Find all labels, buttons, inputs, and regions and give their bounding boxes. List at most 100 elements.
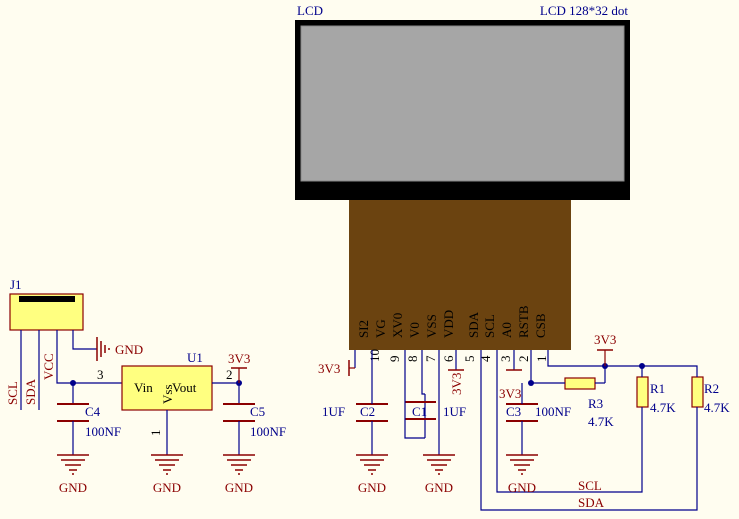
j1-wire-vcc [56, 330, 122, 384]
u1-pin-in: 3 [97, 367, 104, 382]
j1-net-scl: SCL [5, 381, 20, 405]
u1-vout-label: Vout [172, 380, 197, 395]
gnd-symbol: GND [423, 454, 455, 495]
lcd-pin-name: SCL [482, 314, 497, 338]
lcd-pin-number: 1 [534, 356, 549, 363]
lcd-module: LCD LCD 128*32 dot SI210VG9XV08V07VSS6VD… [295, 3, 630, 362]
r1-body [636, 376, 649, 408]
gnd-label: GND [225, 480, 253, 495]
lcd-pin-number: 7 [423, 355, 438, 362]
net-3v3-pin10: 3V3 [318, 361, 340, 376]
power-3v3-pin5: 3V3 [448, 369, 464, 395]
wire-csb-bus [547, 350, 698, 377]
gnd-label: GND [508, 480, 536, 495]
capacitor-c1: C1 1UF [405, 394, 466, 438]
lcd-pin-number: 6 [441, 355, 456, 362]
net-sda-label: SDA [578, 495, 605, 510]
gnd-label: GND [358, 480, 386, 495]
lcd-pin-number: 8 [405, 356, 420, 363]
power-3v3-pin2: 3V3 [499, 369, 522, 401]
r3-body [564, 377, 596, 390]
u1-ref: U1 [187, 350, 203, 365]
gnd-symbol: GND [57, 454, 89, 495]
j1-net-sda: SDA [23, 378, 38, 405]
lcd-pin-number: 5 [462, 356, 477, 363]
r2-body [691, 376, 704, 408]
c3-value: 100NF [535, 404, 571, 419]
resistor-r2: R2 4.7K [691, 376, 730, 415]
resistor-r1: R1 4.7K [636, 376, 676, 415]
u1-vin-label: Vin [134, 380, 153, 395]
capacitor-c3: C3 100NF [506, 403, 571, 455]
wire-pin8-c1 [404, 350, 425, 439]
lcd-pin-number: 3 [498, 356, 513, 363]
u1-body [121, 365, 213, 411]
net-3v3-pin5: 3V3 [449, 373, 464, 395]
capacitor-c5: C5 100NF [223, 383, 286, 455]
power-3v3-pin10: 3V3 [318, 360, 355, 376]
lcd-screen [300, 25, 625, 182]
r1-value: 4.7K [650, 400, 676, 415]
regulator-u1: U1 Vin Vout Vss 3 2 1 3V3 [97, 350, 250, 455]
lcd-pin-name: VG [373, 319, 388, 338]
c4-ref: C4 [85, 404, 101, 419]
r3-ref: R3 [588, 396, 603, 411]
net-3v3-r3: 3V3 [594, 332, 616, 347]
lcd-pin-name: SI2 [356, 320, 371, 338]
power-3v3-r3: 3V3 [594, 332, 616, 366]
r2-ref: R2 [704, 381, 719, 396]
connector-j1: J1 SCL SDA VCC GND [5, 277, 143, 410]
c1-ref: C1 [412, 404, 427, 419]
r2-value: 4.7K [704, 400, 730, 415]
gnd-symbol: GND [506, 454, 538, 495]
u1-3v3-label: 3V3 [228, 351, 250, 366]
c5-ref: C5 [250, 404, 265, 419]
lcd-pin-name: CSB [533, 313, 548, 338]
lcd-pin-number: 10 [367, 349, 382, 362]
lcd-connector [349, 200, 571, 350]
gnd-symbol-group: GND GND GND GND GND GND [57, 454, 538, 495]
j1-gnd-label: GND [115, 342, 143, 357]
u1-pin-out: 2 [226, 367, 233, 382]
gnd-symbol: GND [223, 454, 255, 495]
gnd-label: GND [153, 480, 181, 495]
c3-ref: C3 [506, 404, 521, 419]
gnd-symbol: GND [356, 454, 388, 495]
c4-value: 100NF [85, 424, 121, 439]
lcd-pin-name: RSTB [516, 305, 531, 338]
r3-value: 4.7K [588, 414, 614, 429]
c2-ref: C2 [360, 404, 375, 419]
lcd-pin-group: SI210VG9XV08V07VSS6VDD5SDA4SCL3A02RSTB1C… [356, 305, 549, 362]
c5-value: 100NF [250, 424, 286, 439]
junction-r1 [639, 363, 645, 369]
gnd-label: GND [425, 480, 453, 495]
lcd-pin-number: 2 [516, 356, 531, 363]
c1-value: 1UF [443, 404, 466, 419]
lcd-pin-number: 9 [387, 356, 402, 363]
wire-pin7-c1 [421, 350, 425, 395]
gnd-label: GND [59, 480, 87, 495]
gnd-symbol: GND [151, 454, 183, 495]
lcd-pin-name: A0 [499, 322, 514, 338]
junction-rstb [528, 380, 534, 386]
wire-scl-bus [496, 350, 643, 493]
lcd-pin-name: VSS [424, 314, 439, 338]
capacitor-c4: C4 100NF [57, 383, 121, 455]
lcd-pin-name: V0 [407, 322, 422, 338]
lcd-wiring [354, 350, 698, 511]
wire-sda-bus [480, 350, 698, 511]
j1-ref: J1 [10, 277, 22, 292]
lcd-value: LCD 128*32 dot [540, 3, 629, 18]
c2-value: 1UF [322, 404, 345, 419]
net-scl-label: SCL [578, 478, 602, 493]
u1-pin-gnd: 1 [148, 430, 163, 437]
j1-wire-gnd [72, 330, 97, 350]
capacitor-c2: C2 1UF [322, 403, 388, 455]
net-3v3-pin2: 3V3 [499, 386, 521, 401]
j1-net-vcc: VCC [41, 353, 56, 380]
r1-ref: R1 [650, 381, 665, 396]
lcd-pin-number: 4 [478, 355, 493, 362]
j1-header-bar [19, 296, 75, 302]
